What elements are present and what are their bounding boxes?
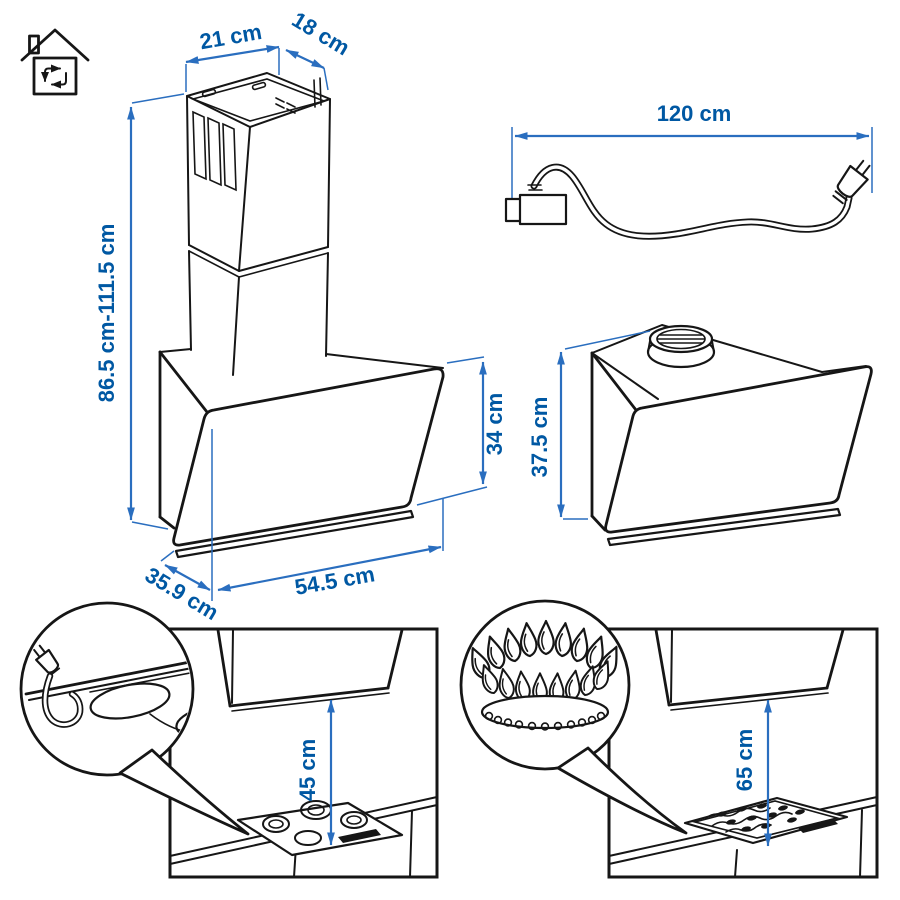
dim-clearance-gas: 65 cm <box>732 729 757 791</box>
power-plug <box>832 159 871 205</box>
glass-front-panel-2 <box>604 365 873 534</box>
dim-body-height: 37.5 cm <box>527 397 552 478</box>
gas-burner-flames <box>464 619 625 731</box>
power-cord-detail-balloon <box>19 601 250 836</box>
hood-body-drawing: 37.5 cm <box>527 324 873 547</box>
front-panel-lip <box>174 509 415 559</box>
dim-clearance-electric: 45 cm <box>295 739 320 801</box>
cable-hole <box>89 682 171 720</box>
panel-hood-gas <box>654 628 845 711</box>
dim-hood-width: 54.5 cm <box>293 561 377 600</box>
power-cord-drawing: 120 cm <box>504 101 873 240</box>
dim-power-cord-length: 120 cm <box>657 101 732 126</box>
front-panel-lip-2 <box>606 507 842 547</box>
electric-hob-panel: 45 cm <box>19 601 439 879</box>
power-cord-cable <box>530 163 853 240</box>
dim-chimney-top-width: 21 cm <box>198 19 264 54</box>
chimney-duct <box>186 72 331 376</box>
glass-front-panel <box>172 367 445 547</box>
panel-frame-electric <box>168 627 439 879</box>
air-outlet <box>646 324 716 369</box>
dim-total-height: 86.5 cm-111.5 cm <box>94 224 119 403</box>
recirculation-arrow-bottom <box>51 72 67 89</box>
dim-front-panel-height: 34 cm <box>482 393 507 455</box>
recirculation-arrow-top <box>41 64 61 82</box>
hood-body <box>158 348 445 559</box>
gas-cooktop <box>683 796 849 845</box>
balloon-tail <box>118 748 250 836</box>
gas-flame-detail-balloon <box>459 599 688 835</box>
vent-louvers <box>192 110 237 192</box>
pan-supports <box>717 803 838 833</box>
dim-chimney-top-depth: 18 cm <box>288 7 354 61</box>
balloon-tail <box>556 746 688 835</box>
recirculation-house-icon <box>20 28 90 96</box>
cord-connector <box>504 184 568 226</box>
gas-hob-panel: 65 cm <box>459 599 879 879</box>
electric-cooktop <box>236 800 404 857</box>
panel-frame-gas <box>607 627 879 879</box>
small-plug <box>33 644 61 676</box>
panel-hood-electric <box>216 628 404 712</box>
range-hood-main-drawing <box>158 72 445 559</box>
